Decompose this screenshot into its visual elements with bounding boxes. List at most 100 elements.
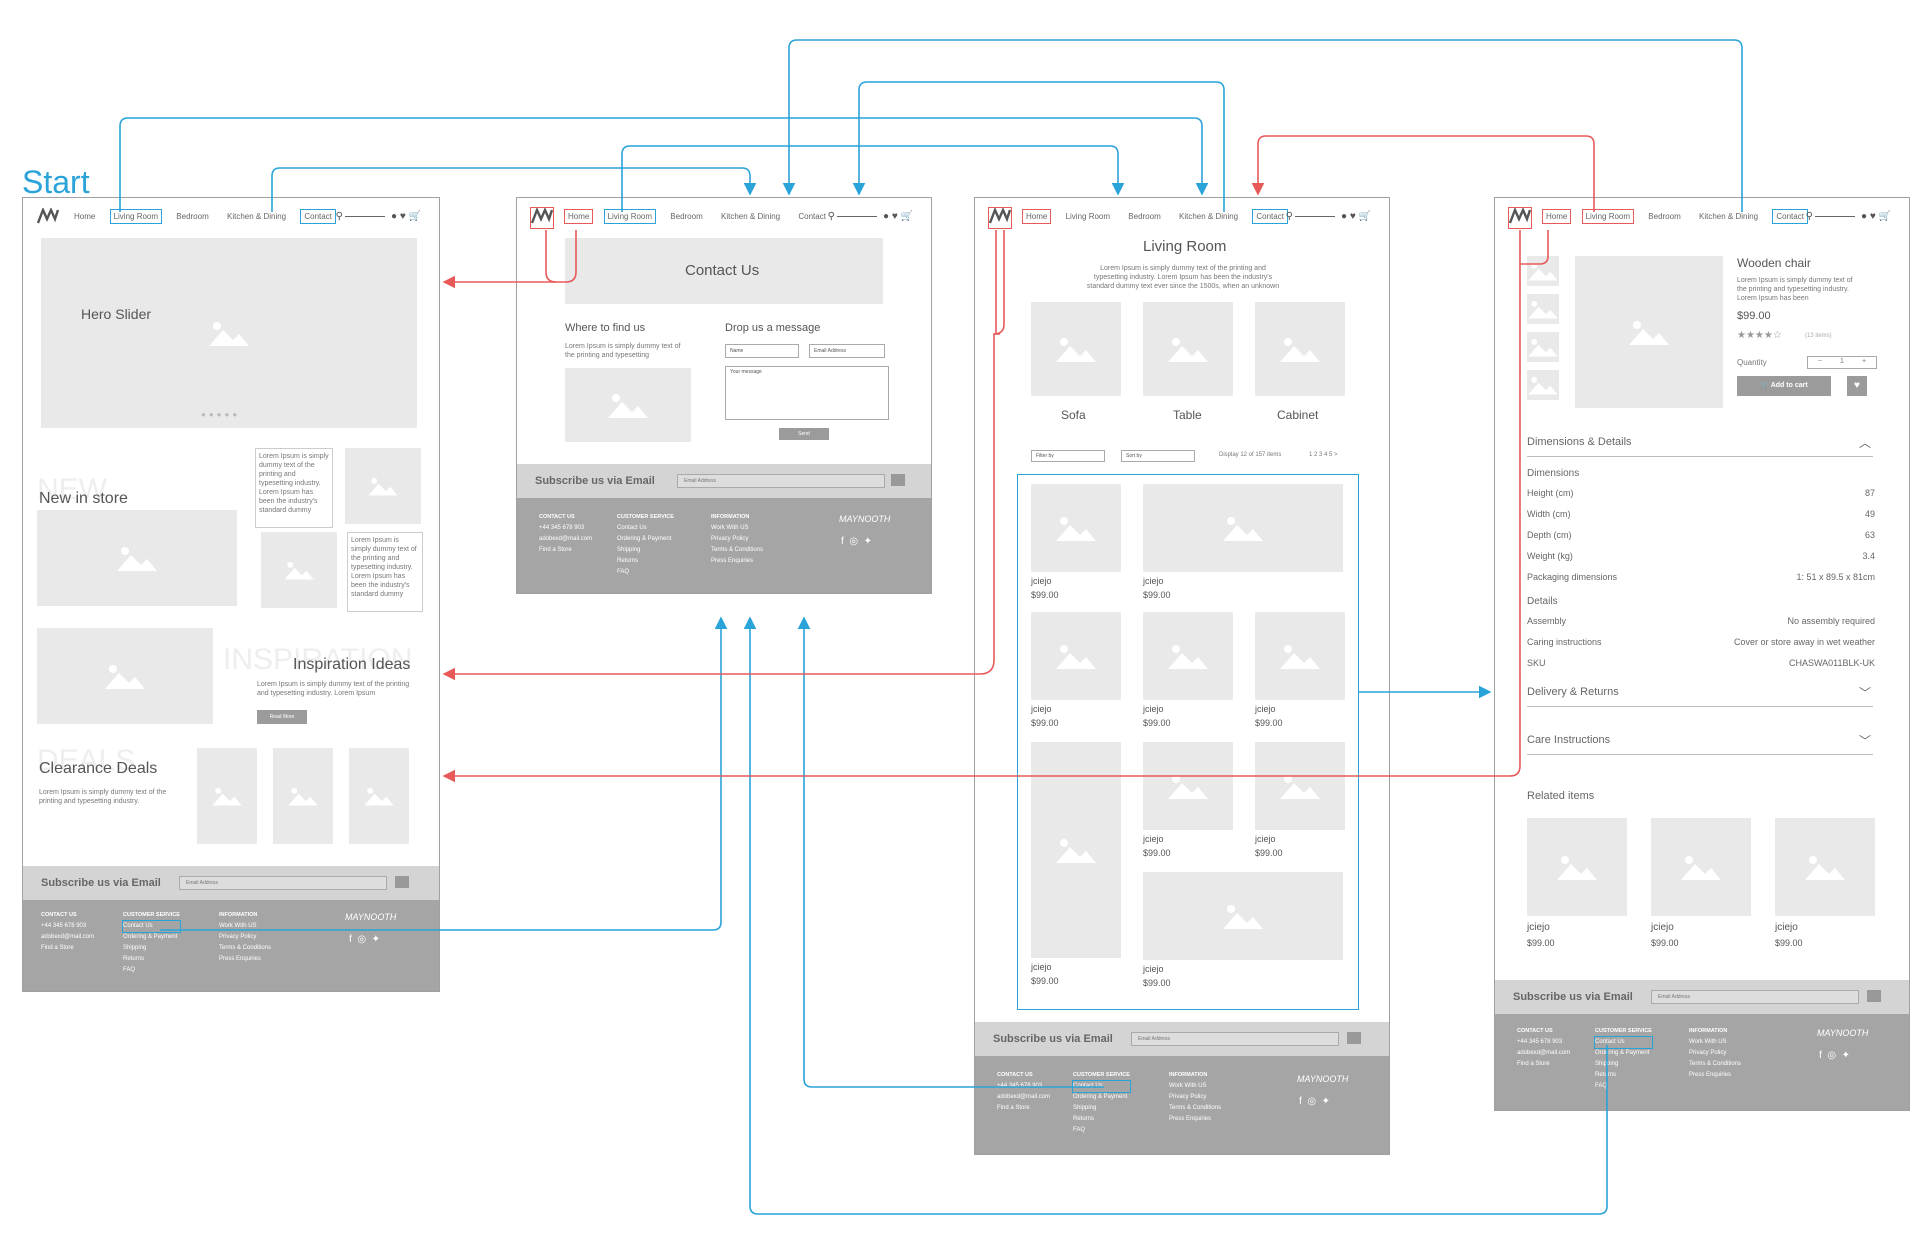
product-name[interactable]: jciejo (1143, 834, 1164, 844)
footer-work-link[interactable]: Work With US (711, 525, 749, 531)
category-table-image[interactable] (1143, 302, 1233, 396)
footer-shipping-link[interactable]: Shipping (617, 547, 641, 553)
footer-contact-us-link[interactable]: Contact Us (122, 920, 181, 933)
user-icon[interactable]: ● (883, 211, 890, 222)
footer-phone[interactable]: +44 345 678 903 (1517, 1039, 1563, 1045)
footer-work-link[interactable]: Work With US (219, 923, 257, 929)
footer-phone[interactable]: +44 345 678 903 (41, 923, 87, 929)
read-more-button[interactable]: Read More (257, 710, 307, 724)
review-count[interactable]: (13 items) (1805, 333, 1832, 339)
nav-home[interactable]: Home (1021, 209, 1052, 224)
name-input[interactable]: Name (725, 344, 799, 358)
nav-home[interactable]: Home (74, 212, 96, 221)
product-name[interactable]: jciejo (1255, 834, 1276, 844)
footer-ordering-link[interactable]: Ordering & Payment (1595, 1050, 1650, 1056)
pagination[interactable]: 1 2 3 4 5 > (1309, 452, 1338, 458)
nav-living-room[interactable]: Living Room (1581, 209, 1635, 224)
quantity-decrease[interactable]: − (1818, 358, 1823, 365)
related-item-image[interactable] (1775, 818, 1875, 916)
product-name[interactable]: jciejo (1031, 962, 1052, 972)
footer-privacy-link[interactable]: Privacy Policy (219, 934, 257, 940)
logo[interactable] (530, 206, 554, 229)
nav-kitchen-dining[interactable]: Kitchen & Dining (720, 212, 781, 221)
logo[interactable] (1508, 206, 1532, 229)
footer-shipping-link[interactable]: Shipping (123, 945, 147, 951)
footer-terms-link[interactable]: Terms & Conditions (1689, 1061, 1742, 1067)
product-card-image[interactable] (1143, 742, 1233, 830)
care-instructions-header[interactable]: Care Instructions (1527, 734, 1611, 746)
new-image-1[interactable] (37, 510, 237, 606)
footer-find-store[interactable]: Find a Store (41, 945, 74, 951)
dimensions-section-header[interactable]: Dimensions & Details (1527, 436, 1632, 448)
related-item-name[interactable]: jciejo (1651, 922, 1674, 933)
footer-press-link[interactable]: Press Enquiries (1169, 1116, 1212, 1122)
product-card-image[interactable] (1143, 612, 1233, 700)
nav-contact[interactable]: Contact (1252, 209, 1288, 224)
footer-ordering-link[interactable]: Ordering & Payment (123, 934, 178, 940)
category-table-label[interactable]: Table (1173, 408, 1202, 422)
filter-select[interactable]: Filter by (1031, 450, 1105, 462)
footer-terms-link[interactable]: Terms & Conditions (711, 547, 764, 553)
footer-shipping-link[interactable]: Shipping (1595, 1061, 1619, 1067)
footer-returns-link[interactable]: Returns (1073, 1116, 1095, 1122)
nav-living-room[interactable]: Living Room (603, 209, 657, 224)
cart-icon[interactable]: 🛒 (1358, 211, 1371, 222)
hero-slider[interactable]: Hero Slider ●●●●● (41, 238, 417, 428)
logo[interactable] (988, 206, 1012, 229)
social-icons[interactable]: f ◎ ✦ (1819, 1050, 1850, 1061)
footer-shipping-link[interactable]: Shipping (1073, 1105, 1097, 1111)
social-icons[interactable]: f ◎ ✦ (841, 536, 872, 547)
footer-faq-link[interactable]: FAQ (1595, 1083, 1608, 1089)
product-card-image[interactable] (1255, 612, 1345, 700)
rating-stars[interactable]: ★★★★☆ (1737, 330, 1782, 341)
footer-returns-link[interactable]: Returns (1595, 1072, 1617, 1078)
product-name[interactable]: jciejo (1143, 704, 1164, 714)
cart-icon[interactable]: 🛒 (1878, 211, 1891, 222)
footer-privacy-link[interactable]: Privacy Policy (1689, 1050, 1727, 1056)
heart-icon[interactable]: ♥ (891, 211, 898, 222)
user-icon[interactable]: ● (1861, 211, 1868, 222)
footer-privacy-link[interactable]: Privacy Policy (1169, 1094, 1207, 1100)
nav-kitchen-dining[interactable]: Kitchen & Dining (226, 212, 287, 221)
quantity-increase[interactable]: + (1862, 358, 1867, 365)
product-name[interactable]: jciejo (1255, 704, 1276, 714)
footer-email[interactable]: adobexd@mail.com (41, 934, 95, 940)
subscribe-button[interactable] (1347, 1032, 1361, 1044)
social-icons[interactable]: f ◎ ✦ (349, 934, 380, 945)
footer-ordering-link[interactable]: Ordering & Payment (617, 536, 672, 542)
subscribe-button[interactable] (395, 876, 409, 888)
nav-home[interactable]: Home (1541, 209, 1572, 224)
user-icon[interactable]: ● (391, 211, 398, 222)
nav-contact[interactable]: Contact (798, 212, 826, 221)
email-input[interactable]: Email Address (179, 876, 387, 890)
email-input[interactable]: Email Address (1651, 990, 1859, 1004)
quantity-stepper[interactable]: − 1 + (1807, 356, 1877, 369)
chevron-down-icon[interactable]: ﹀ (1859, 734, 1872, 748)
search-icon[interactable]: ⚲ (1285, 211, 1293, 222)
footer-phone[interactable]: +44 345 678 903 (997, 1083, 1043, 1089)
footer-ordering-link[interactable]: Ordering & Payment (1073, 1094, 1128, 1100)
related-item-name[interactable]: jciejo (1527, 922, 1550, 933)
footer-email[interactable]: adobexd@mail.com (1517, 1050, 1571, 1056)
social-icons[interactable]: f ◎ ✦ (1299, 1096, 1330, 1107)
thumbnail-1[interactable] (1527, 256, 1559, 286)
contact-email-input[interactable]: Email Address (809, 344, 885, 358)
chevron-up-icon[interactable]: ︿ (1859, 436, 1872, 450)
category-sofa-image[interactable] (1031, 302, 1121, 396)
new-image-3[interactable] (261, 532, 337, 608)
footer-email[interactable]: adobexd@mail.com (997, 1094, 1051, 1100)
nav-bedroom[interactable]: Bedroom (1128, 212, 1161, 221)
footer-returns-link[interactable]: Returns (123, 956, 145, 962)
footer-contact-us-link[interactable]: Contact Us (1072, 1080, 1131, 1093)
nav-contact[interactable]: Contact (1772, 209, 1808, 224)
logo[interactable] (36, 206, 60, 228)
nav-living-room[interactable]: Living Room (109, 209, 163, 224)
inspiration-image[interactable] (37, 628, 213, 724)
product-name[interactable]: jciejo (1143, 964, 1164, 974)
sort-select[interactable]: Sort by (1121, 450, 1195, 462)
map-image[interactable] (565, 368, 691, 442)
heart-icon[interactable]: ♥ (1349, 211, 1356, 222)
search-icon[interactable]: ⚲ (1805, 211, 1813, 222)
wishlist-button[interactable]: ♥ (1847, 376, 1867, 396)
thumbnail-2[interactable] (1527, 294, 1559, 324)
